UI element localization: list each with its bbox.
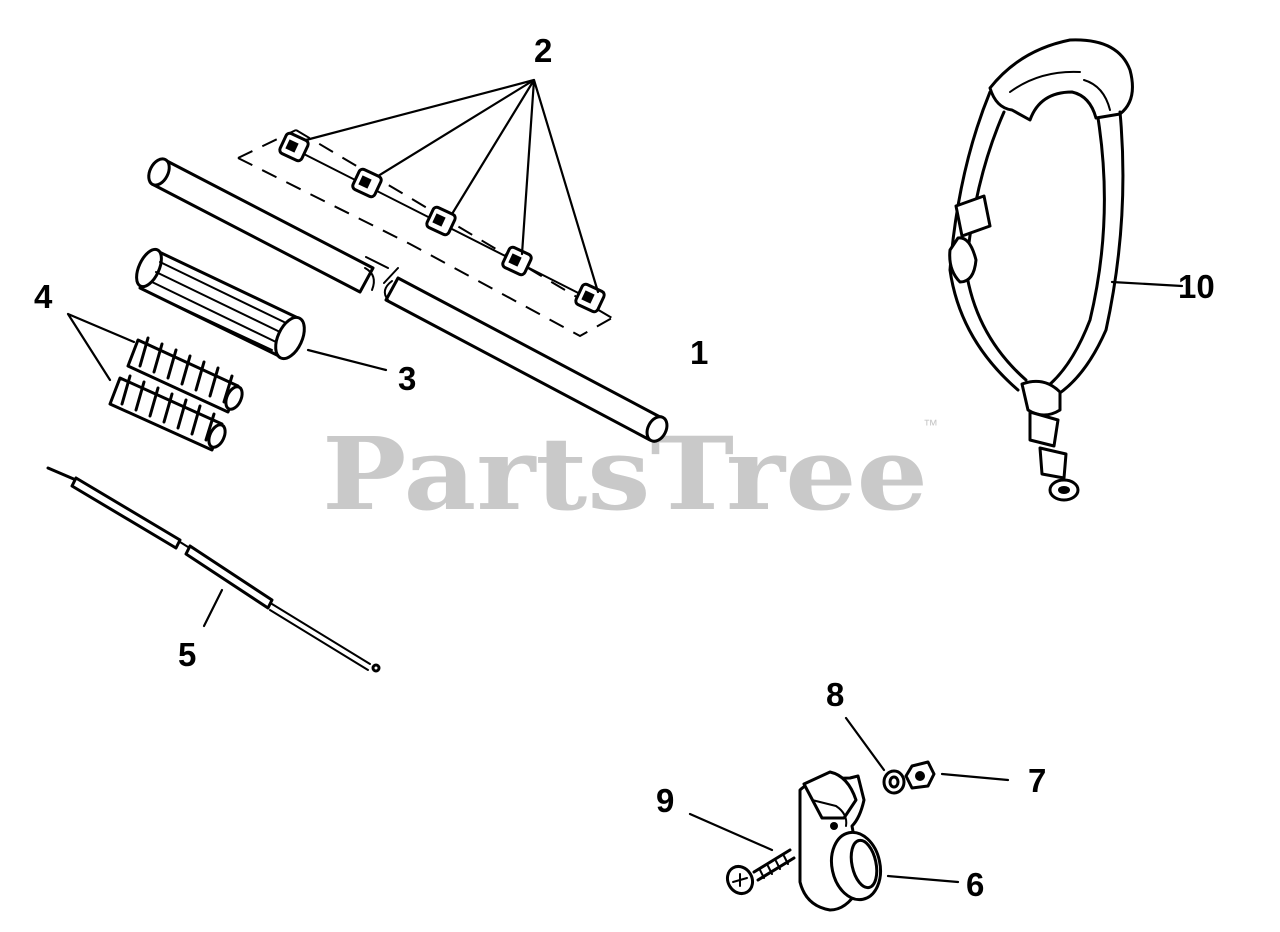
hex-nut-5 (574, 282, 606, 314)
part-6-clamp (798, 770, 960, 912)
hex-nut-1 (278, 131, 310, 163)
callout-4: 4 (34, 278, 53, 315)
spring-upper (126, 336, 244, 414)
part-4-springs (66, 312, 244, 452)
part-9-screw (688, 812, 796, 896)
callout-7: 7 (1028, 762, 1046, 799)
hex-nut-3 (425, 205, 457, 237)
callout-1: 1 (690, 334, 708, 371)
callout-8: 8 (826, 676, 844, 713)
callout-5: 5 (178, 636, 196, 673)
callout-6: 6 (966, 866, 984, 903)
part-1-drive-tube (147, 157, 669, 443)
part-10-harness-strap (948, 38, 1184, 502)
part-5-drive-shaft (46, 466, 381, 673)
callout-labels: 2 1 3 4 5 10 8 7 9 6 (34, 32, 1215, 903)
part-3-grip (135, 247, 388, 372)
hex-nut-2 (351, 167, 383, 199)
hex-nut-4 (501, 245, 533, 277)
part-7-nut (904, 760, 1010, 790)
spring-lower (108, 374, 227, 452)
watermark-trademark: ™ (923, 417, 938, 434)
callout-10: 10 (1178, 268, 1215, 305)
part-8-washer (844, 716, 906, 795)
callout-3: 3 (398, 360, 416, 397)
watermark-logo: PartsTree (322, 415, 928, 533)
callout-9: 9 (656, 782, 674, 819)
callout-2: 2 (534, 32, 552, 69)
watermark: PartsTree ™ (322, 415, 938, 533)
part-2-hex-nuts (237, 78, 613, 338)
